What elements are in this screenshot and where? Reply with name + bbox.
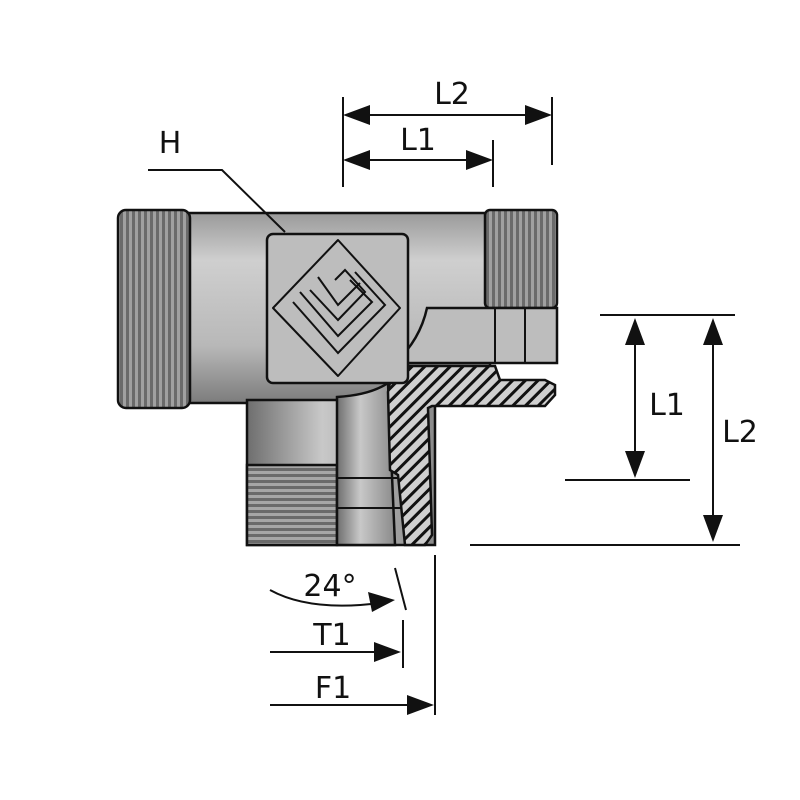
dim-top-l2 (343, 105, 552, 125)
left-thread (116, 208, 192, 410)
label-f1: F1 (315, 671, 351, 706)
vertical-bore (335, 380, 397, 547)
dim-right-l2 (703, 318, 723, 542)
hex-leader-line (148, 169, 286, 233)
label-t1: T1 (312, 618, 350, 653)
dim-t1 (270, 642, 401, 662)
dim-angle-24 (269, 589, 395, 612)
logo-panel (265, 232, 410, 385)
label-top-l2: L2 (434, 77, 470, 112)
label-right-l1: L1 (649, 388, 685, 423)
brand-logo-icon (272, 239, 401, 377)
label-right-l2: L2 (722, 415, 758, 450)
section-hatch (386, 364, 557, 547)
dim-right-l1 (625, 318, 645, 478)
dim-f1 (270, 695, 434, 715)
label-angle: 24° (303, 569, 356, 604)
right-bore (391, 306, 559, 365)
label-hex: H (159, 126, 182, 161)
bottom-thread (245, 463, 339, 547)
label-top-l1: L1 (400, 123, 436, 158)
right-thread (483, 208, 559, 310)
dim-top-l1 (343, 150, 493, 170)
